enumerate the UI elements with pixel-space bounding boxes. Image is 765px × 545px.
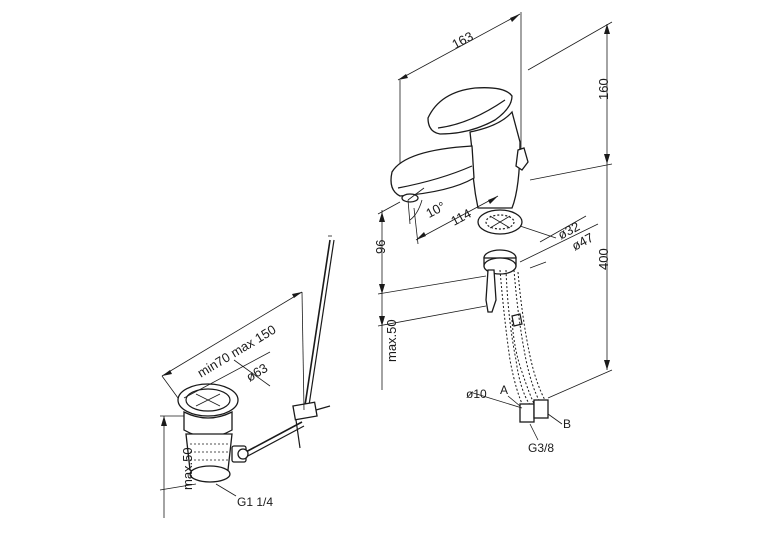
hose-fitting-a <box>519 403 535 423</box>
dim-400: 400 <box>596 248 611 270</box>
handle-lever <box>427 87 513 135</box>
hose-fitting-b <box>533 399 549 419</box>
thread-g1-1-4: G1 1/4 <box>237 495 273 509</box>
lift-rod-knob <box>515 147 529 171</box>
thread-g3-8: G3/8 <box>528 441 554 455</box>
popup-waste-assembly <box>177 235 335 483</box>
dim-114: 114 <box>448 206 473 229</box>
dim-max-50-tap: max.50 <box>384 319 399 362</box>
spout <box>390 145 475 197</box>
faucet-dimensions: 163 160 400 10° 114 ø32 ø47 <box>373 13 613 455</box>
label-b: B <box>563 417 571 431</box>
dim-96: 96 <box>373 240 388 254</box>
dim-163: 163 <box>449 28 475 51</box>
dim-max-50-waste: max.50 <box>180 447 195 490</box>
dim-dia-10: ø10 <box>466 387 487 401</box>
label-a: A <box>500 383 508 397</box>
dim-angle-10: 10° <box>423 198 447 220</box>
dim-160: 160 <box>596 78 611 100</box>
clamp <box>292 401 318 421</box>
